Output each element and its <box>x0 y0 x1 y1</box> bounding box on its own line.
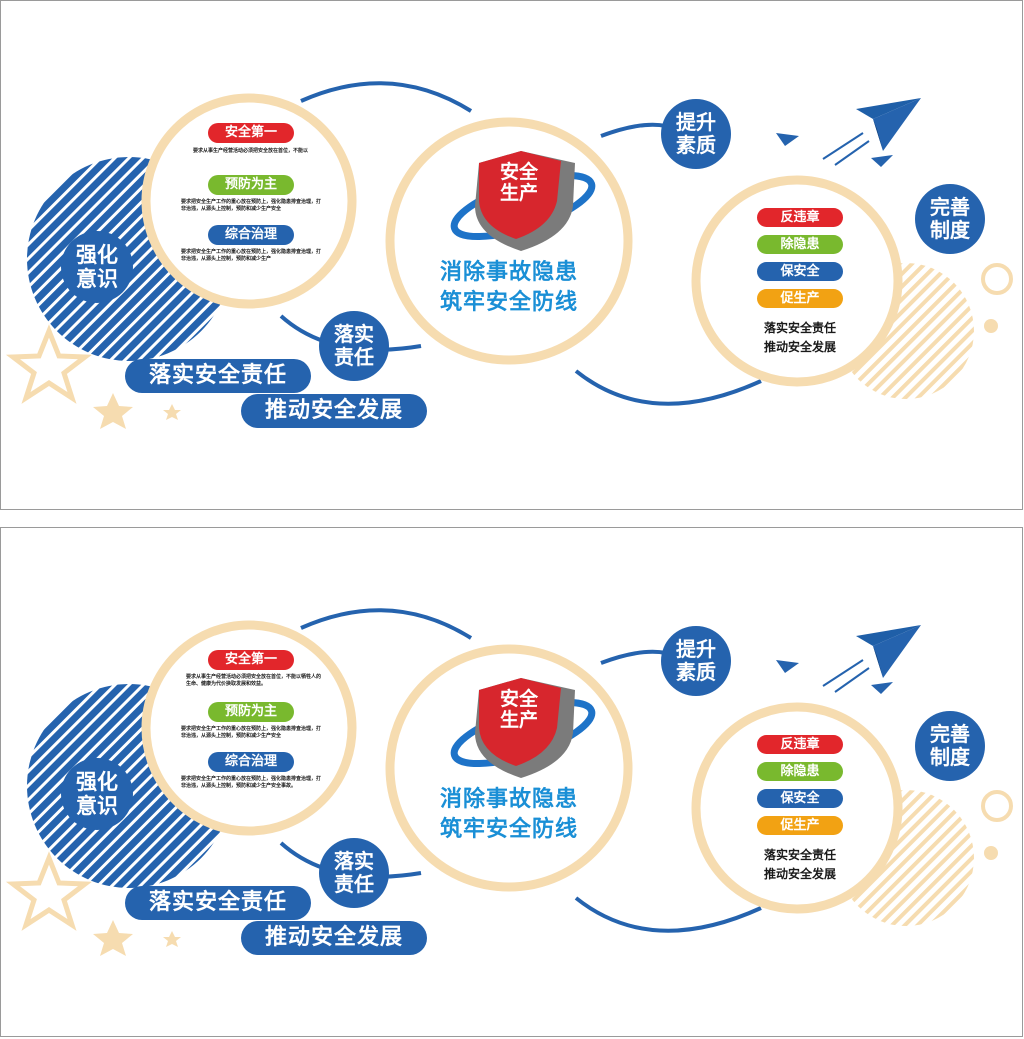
small-ring <box>981 263 1013 295</box>
tag-baoanquan: 保安全 <box>757 789 843 808</box>
item-title-governance: 综合治理 <box>208 752 294 772</box>
star-icon <box>163 931 181 947</box>
right-line-1: 落实安全责任 <box>763 848 836 862</box>
tag-cushengchan: 促生产 <box>757 289 843 308</box>
star-icon <box>93 393 133 429</box>
badge-text: 提升素质 <box>676 110 716 157</box>
connector-arc <box>574 896 762 933</box>
badge-text: 完善制度 <box>930 722 970 769</box>
paper-plane-icon <box>871 155 893 167</box>
badge-tisheng: 提升素质 <box>661 99 731 169</box>
paper-plane-icon <box>871 682 893 694</box>
right-content-circle <box>691 702 903 914</box>
item-title-prevention: 预防为主 <box>208 175 294 195</box>
badge-luoshi: 落实责任 <box>319 311 389 381</box>
badge-text: 强化意识 <box>76 243 118 291</box>
center-slogan-2: 筑牢安全防线 <box>439 817 578 842</box>
tag-fanweizhang: 反违章 <box>757 208 843 227</box>
left-content-circle <box>141 620 357 836</box>
tag-baoanquan: 保安全 <box>757 262 843 281</box>
item-title-governance: 综合治理 <box>208 225 294 245</box>
tag-chuyinhuan: 除隐患 <box>757 235 843 254</box>
center-slogan-1: 消除事故隐患 <box>439 260 578 285</box>
item-desc: 要求从事生产经营活动必须把安全放在首位，不能以 <box>193 148 309 154</box>
slogan-pill-2: 推动安全发展 <box>241 394 427 428</box>
right-line-1: 落实安全责任 <box>763 321 836 335</box>
connector-arc <box>300 608 473 640</box>
badge-wanshan: 完善制度 <box>915 711 985 781</box>
small-ring <box>981 790 1013 822</box>
tag-cushengchan: 促生产 <box>757 816 843 835</box>
tag-fanweizhang: 反违章 <box>757 735 843 754</box>
decor-layer <box>5 608 1013 956</box>
right-line-2: 推动安全发展 <box>763 867 836 881</box>
badge-text: 完善制度 <box>930 195 970 242</box>
right-content-circle <box>691 175 903 387</box>
item-desc: 要求把安全生产工作的重心放在预防上，强化隐患排查治理，打非治违，从源头上控制，预… <box>181 249 322 262</box>
badge-luoshi: 落实责任 <box>319 838 389 908</box>
star-icon <box>5 324 93 404</box>
right-line-2: 推动安全发展 <box>763 340 836 354</box>
paper-plane-icon <box>822 625 921 693</box>
small-dot <box>984 319 998 333</box>
center-slogan-2: 筑牢安全防线 <box>439 290 578 315</box>
star-icon <box>93 920 133 956</box>
badge-text: 落实责任 <box>334 322 374 369</box>
paper-plane-icon <box>776 660 799 673</box>
paper-plane-icon <box>822 98 921 166</box>
connector-arc <box>600 122 667 138</box>
item-title-prevention: 预防为主 <box>208 702 294 722</box>
badge-wanshan: 完善制度 <box>915 184 985 254</box>
connector-arc <box>300 81 473 113</box>
item-desc: 要求把安全生产工作的重心放在预防上，强化隐患排查治理，打非治违，从源头上控制，预… <box>181 776 322 789</box>
item-title-safety-first: 安全第一 <box>208 123 294 143</box>
slogan-pill-2: 推动安全发展 <box>241 921 427 955</box>
tag-chuyinhuan: 除隐患 <box>757 762 843 781</box>
culture-wall-panel-2: 强化意识 安全第一 要求从事生产经营活动必须把安全放在首位，不能以牺牲人的生命、… <box>0 527 1023 1037</box>
item-desc: 要求把安全生产工作的重心放在预防上，强化隐患排查治理，打非治违，从源头上控制，预… <box>181 199 322 212</box>
badge-qianghua: 强化意识 <box>61 231 133 303</box>
decor-layer <box>5 81 1013 429</box>
item-desc: 要求从事生产经营活动必须把安全放在首位，不能以牺牲人的生命、健康为代价换取发展和… <box>186 674 322 687</box>
badge-text: 强化意识 <box>76 770 118 818</box>
star-icon <box>163 404 181 420</box>
badge-text: 落实责任 <box>334 849 374 896</box>
item-desc: 要求把安全生产工作的重心放在预防上，强化隐患排查治理，打非治违，从源头上控制，预… <box>181 726 322 739</box>
shield-label: 安全生产 <box>499 161 538 204</box>
connector-arc <box>574 369 762 406</box>
badge-text: 提升素质 <box>676 637 716 684</box>
small-dot <box>984 846 998 860</box>
badge-qianghua: 强化意识 <box>61 758 133 830</box>
center-slogan-1: 消除事故隐患 <box>439 787 578 812</box>
shield-label: 安全生产 <box>499 688 538 731</box>
connector-arc <box>600 649 667 665</box>
star-icon <box>5 851 93 931</box>
paper-plane-icon <box>776 133 799 146</box>
slogan-pill-1: 落实安全责任 <box>125 886 311 920</box>
slogan-pill-1: 落实安全责任 <box>125 359 311 393</box>
badge-tisheng: 提升素质 <box>661 626 731 696</box>
item-title-safety-first: 安全第一 <box>208 650 294 670</box>
culture-wall-panel-1: 强化意识 安全第一 要求从事生产经营活动必须把安全放在首位，不能以 预防为主 要… <box>0 0 1023 510</box>
left-content-circle <box>141 93 357 309</box>
